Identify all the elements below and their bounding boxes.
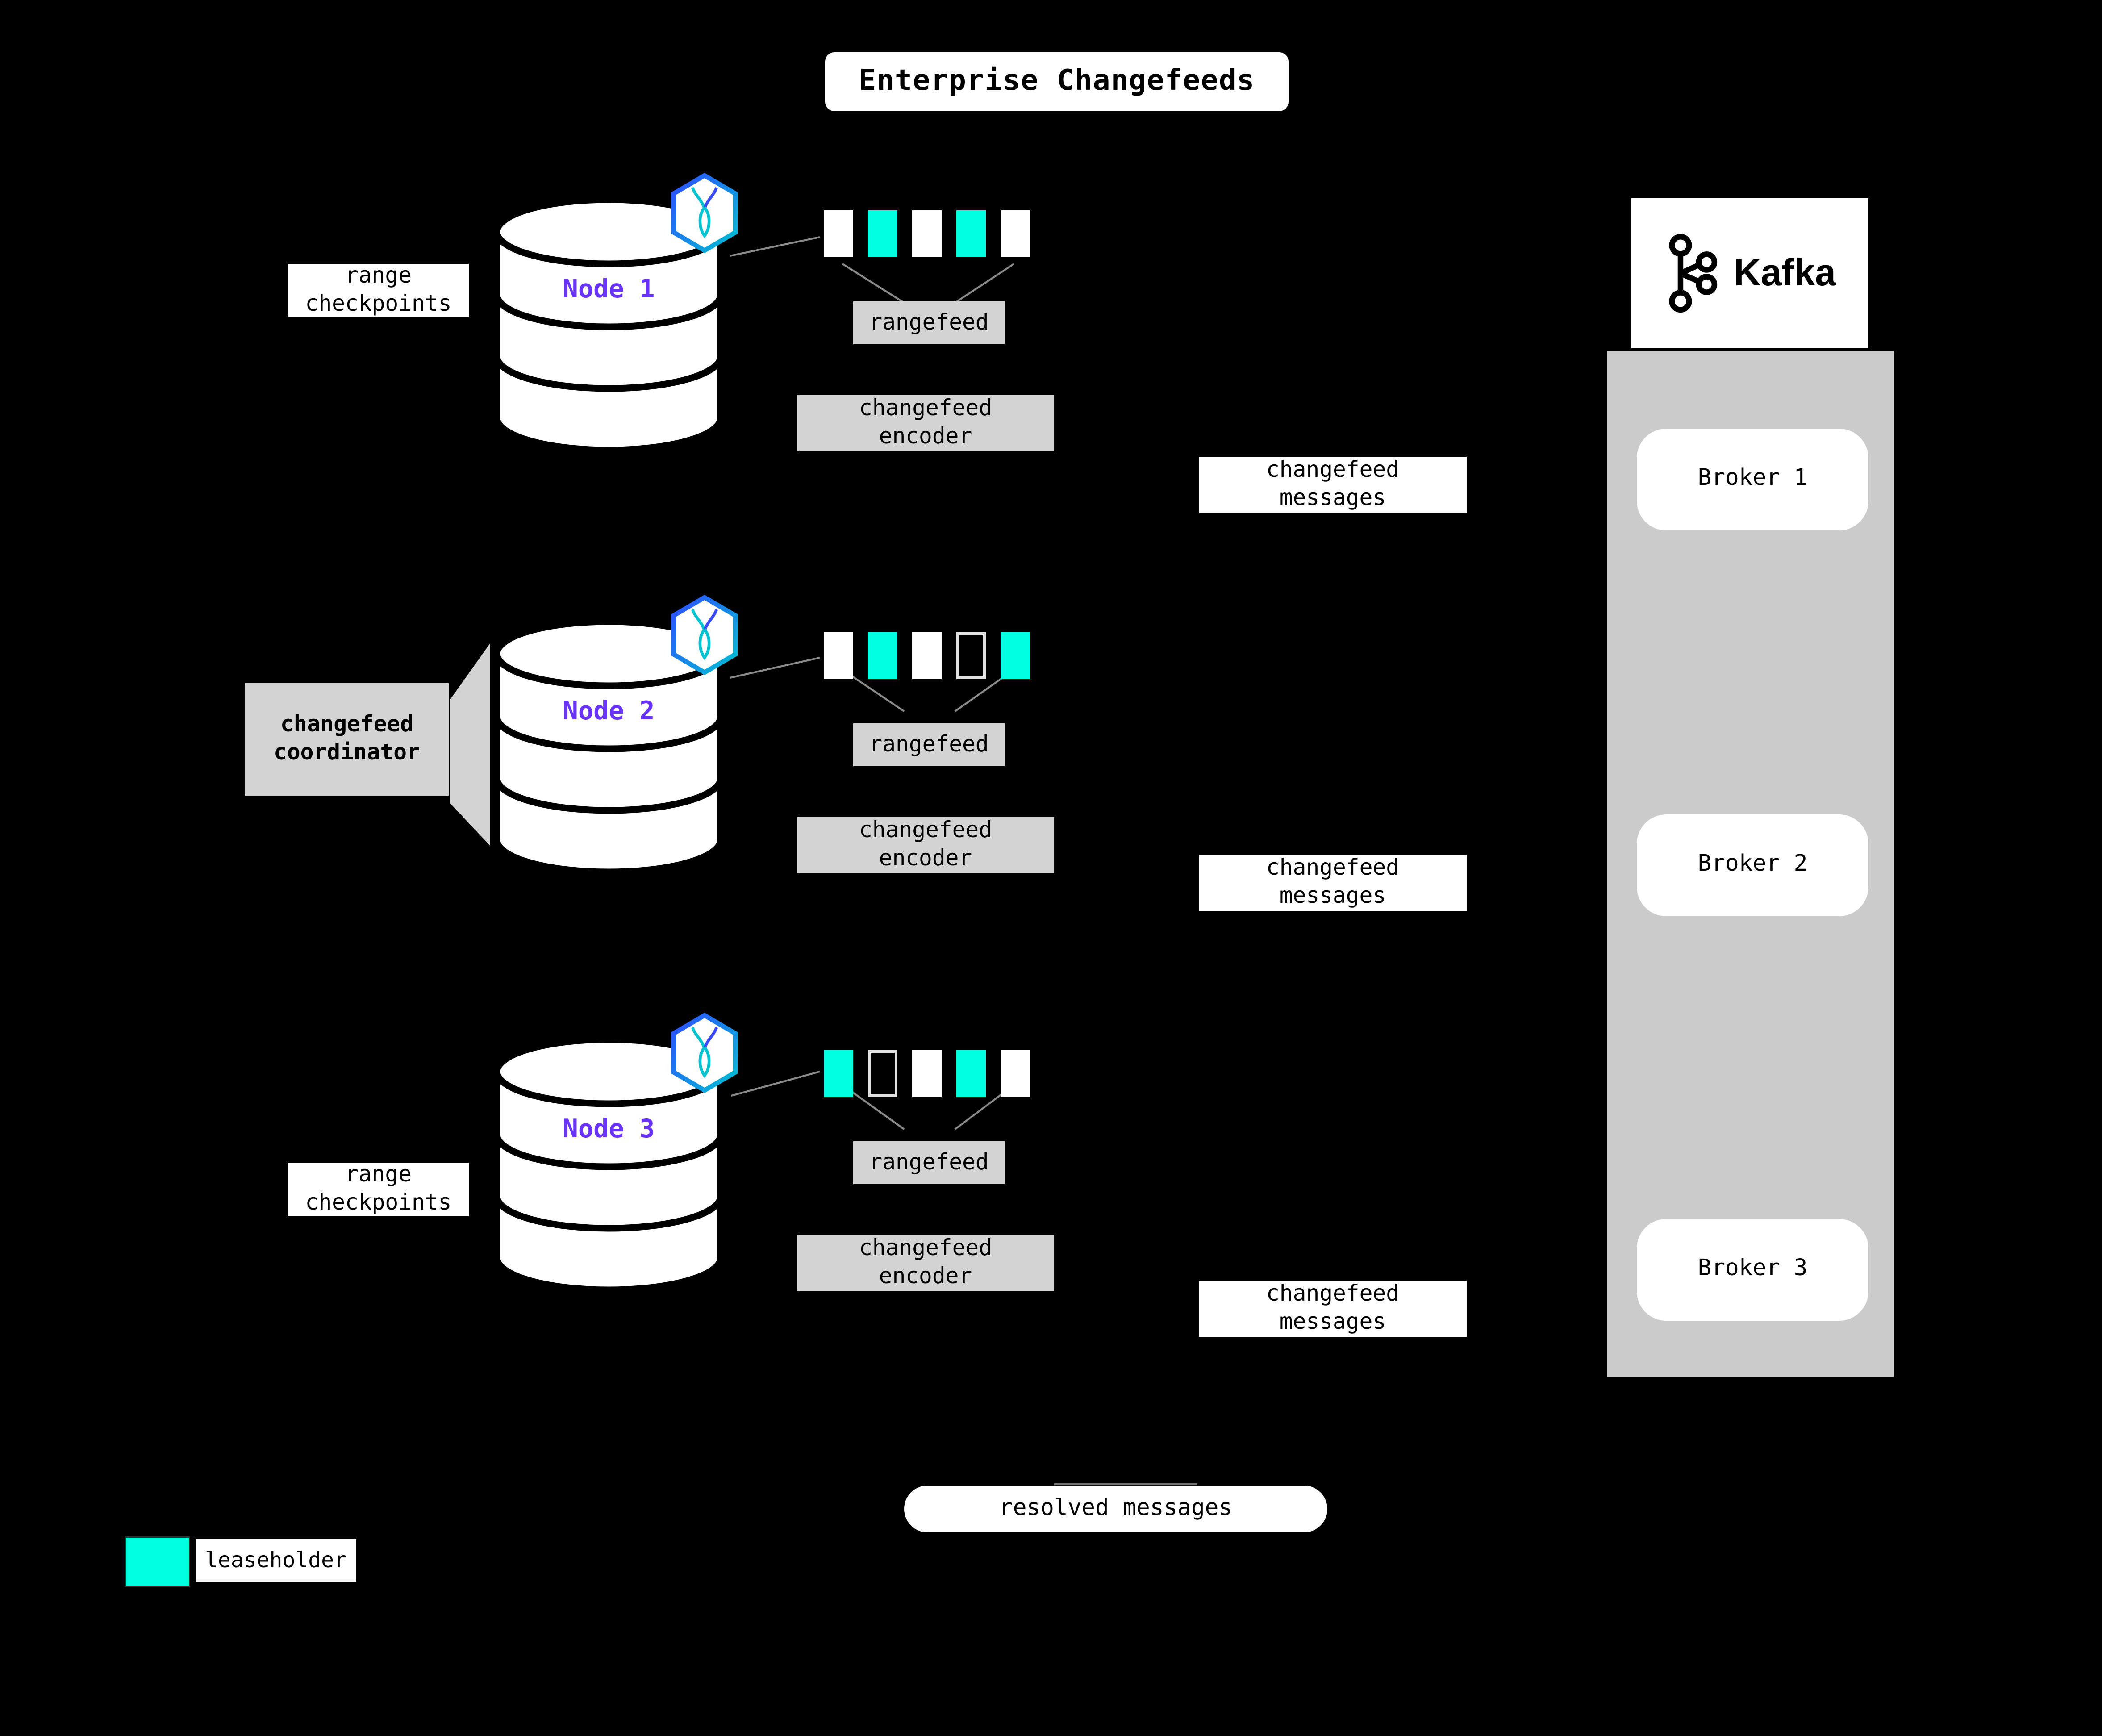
range-filled bbox=[912, 1050, 942, 1097]
changefeed-coordinator-label: changefeed coordinator bbox=[245, 683, 449, 796]
cockroachdb-icon bbox=[671, 595, 738, 675]
broker-2: Broker 2 bbox=[1637, 814, 1868, 916]
node-1-group: Node 1 rangefeed changefeed encoder bbox=[492, 173, 1068, 462]
node-3-rangefeed-box: rangefeed bbox=[853, 1141, 1005, 1184]
leaseholder-legend-label: leaseholder bbox=[196, 1539, 356, 1582]
range-filled bbox=[1001, 1050, 1030, 1097]
range-filled bbox=[824, 632, 853, 679]
diagram-title: Enterprise Changefeeds bbox=[825, 52, 1289, 111]
range-leaseholder bbox=[956, 210, 986, 257]
node-2-group: Node 2 rangefeed changefeed encoder bbox=[492, 595, 1068, 884]
range-filled bbox=[1001, 210, 1030, 257]
range-outline bbox=[956, 632, 986, 679]
node-2-ranges bbox=[824, 632, 1030, 679]
leaseholder-legend-swatch bbox=[125, 1536, 190, 1587]
broker-3: Broker 3 bbox=[1637, 1219, 1868, 1321]
changefeed-messages-label-2: changefeed messages bbox=[1199, 855, 1467, 911]
range-filled bbox=[824, 210, 853, 257]
range-leaseholder bbox=[956, 1050, 986, 1097]
node-3-ranges bbox=[824, 1050, 1030, 1097]
broker-1: Broker 1 bbox=[1637, 429, 1868, 530]
node-2-database-cylinder bbox=[493, 618, 724, 876]
changefeed-messages-label-3: changefeed messages bbox=[1199, 1281, 1467, 1337]
node-1-rangefeed-box: rangefeed bbox=[853, 301, 1005, 344]
range-filled bbox=[912, 210, 942, 257]
range-leaseholder bbox=[824, 1050, 853, 1097]
range-checkpoints-label-1: range checkpoints bbox=[288, 263, 469, 317]
node-2-encoder-box: changefeed encoder bbox=[797, 817, 1054, 873]
resolved-messages-pill: resolved messages bbox=[904, 1486, 1327, 1532]
range-outline bbox=[868, 1050, 897, 1097]
node-1-database-cylinder bbox=[493, 196, 724, 454]
coordinator-funnel-shape bbox=[447, 634, 493, 853]
node-2-label: Node 2 bbox=[563, 697, 655, 726]
kafka-panel: Kafka bbox=[1631, 198, 1868, 348]
node-3-encoder-box: changefeed encoder bbox=[797, 1235, 1054, 1291]
node-3-group: Node 3 rangefeed changefeed encoder bbox=[492, 1013, 1068, 1302]
changefeed-messages-label-1: changefeed messages bbox=[1199, 457, 1467, 513]
node-1-label: Node 1 bbox=[563, 275, 655, 304]
range-leaseholder bbox=[868, 210, 897, 257]
node-1-ranges bbox=[824, 210, 1030, 257]
node-1-encoder-box: changefeed encoder bbox=[797, 395, 1054, 451]
range-leaseholder bbox=[868, 632, 897, 679]
kafka-wordmark: Kafka bbox=[1734, 252, 1836, 293]
cockroachdb-icon bbox=[671, 1013, 738, 1093]
node-3-database-cylinder bbox=[493, 1036, 724, 1294]
range-filled bbox=[912, 632, 942, 679]
node-3-label: Node 3 bbox=[563, 1114, 655, 1144]
cockroachdb-icon bbox=[671, 173, 738, 253]
range-checkpoints-label-3: range checkpoints bbox=[288, 1162, 469, 1216]
node-2-rangefeed-box: rangefeed bbox=[853, 723, 1005, 766]
kafka-logo-icon bbox=[1669, 234, 1718, 313]
range-leaseholder bbox=[1001, 632, 1030, 679]
